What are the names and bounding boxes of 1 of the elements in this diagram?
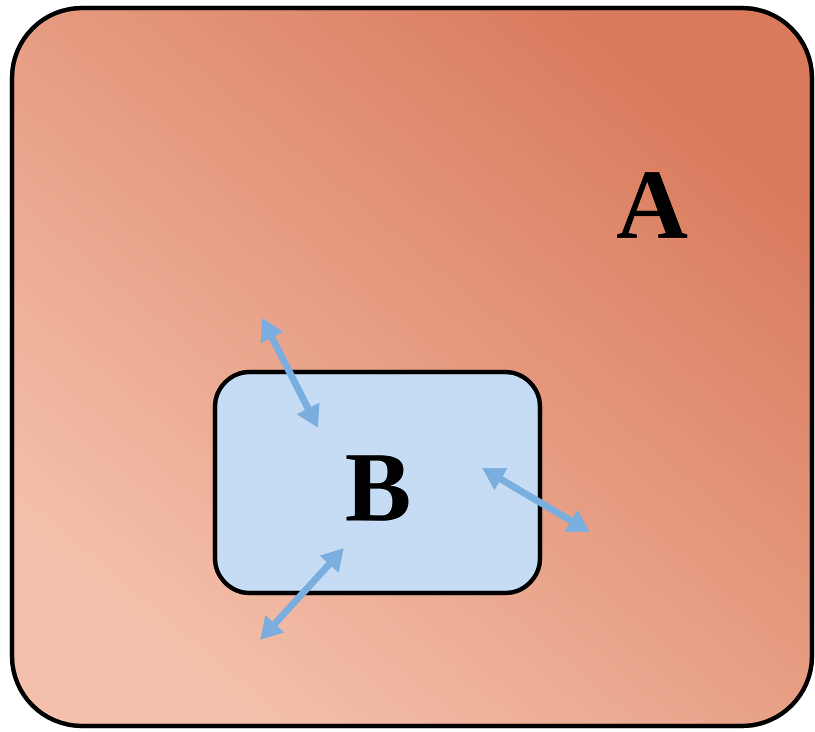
inner-box: B xyxy=(212,370,542,596)
